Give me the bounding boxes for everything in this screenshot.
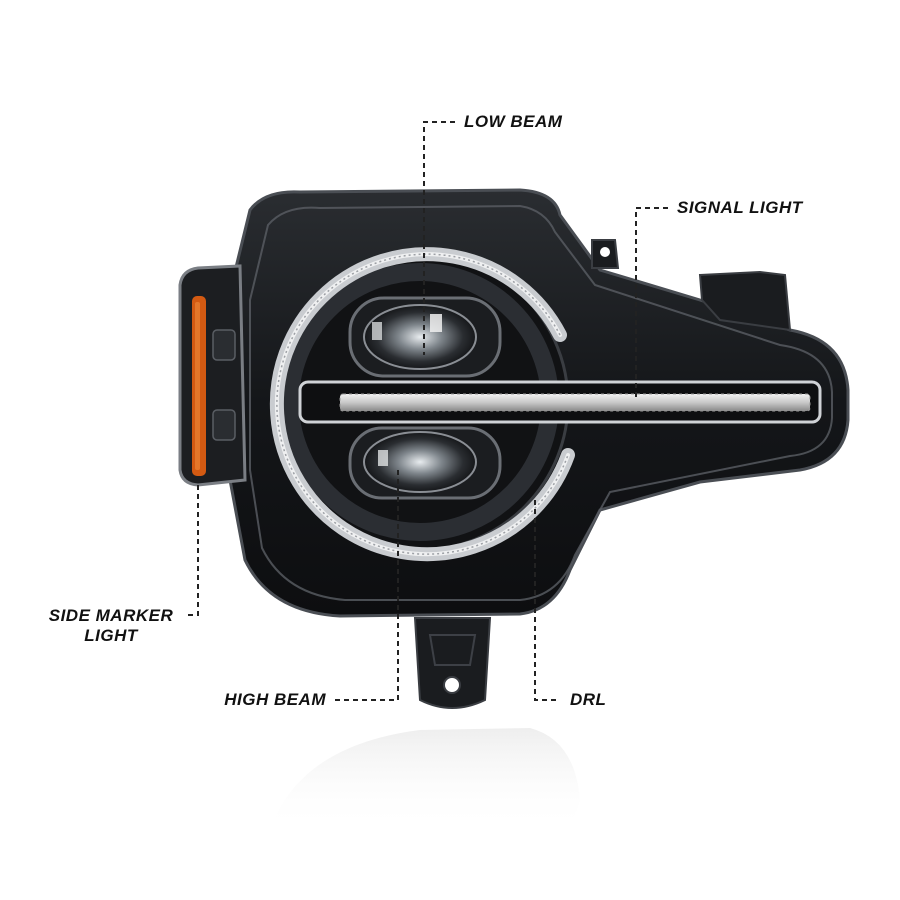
side-marker-label: SIDE MARKER LIGHT	[36, 606, 186, 646]
leader-low-beam	[423, 121, 455, 355]
side-marker-light	[178, 264, 247, 487]
headlight-reflection	[270, 728, 580, 830]
leader-high-beam	[335, 470, 399, 701]
leader-lines	[188, 121, 668, 701]
bottom-mount-bracket	[413, 617, 492, 709]
side-marker-label-line2: LIGHT	[84, 626, 138, 645]
signal-light-label: SIGNAL LIGHT	[677, 198, 803, 217]
side-marker-label-line1: SIDE MARKER	[48, 606, 174, 625]
leader-side-marker	[188, 485, 199, 616]
leader-signal-light	[635, 207, 668, 400]
drl-ring	[269, 247, 575, 562]
signal-light-bar	[298, 380, 822, 424]
drl-label: DRL	[570, 690, 607, 709]
low-beam-label: LOW BEAM	[464, 112, 563, 131]
high-beam-projector	[348, 426, 502, 500]
high-beam-label: HIGH BEAM	[224, 690, 326, 709]
leader-drl	[534, 500, 560, 701]
